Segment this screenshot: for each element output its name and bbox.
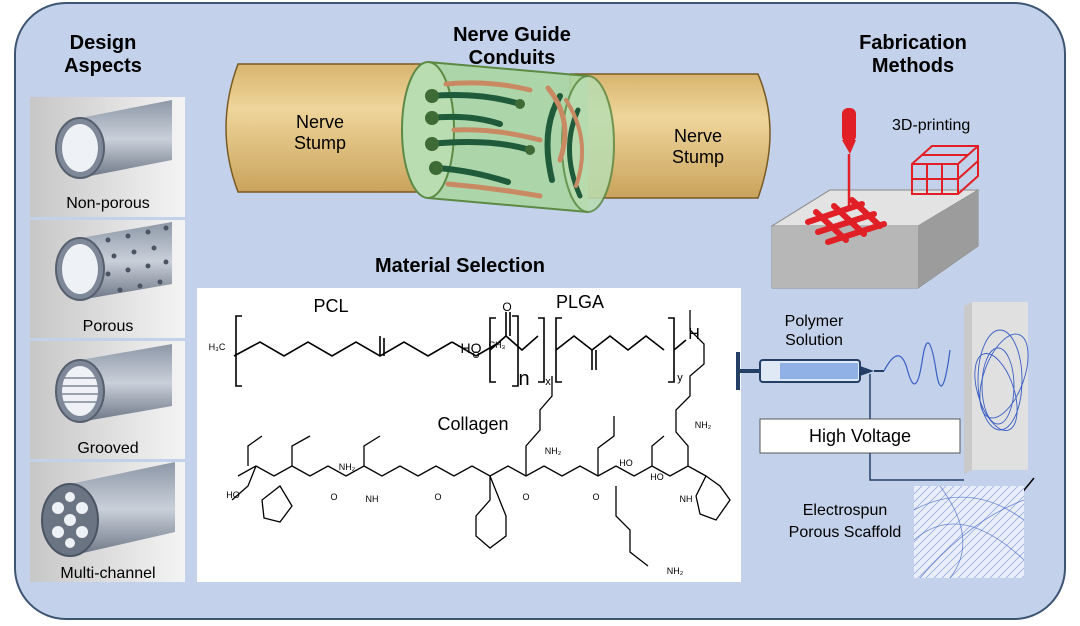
polymer-solution-line1: Polymer <box>784 313 844 330</box>
printed-lattice <box>805 197 887 245</box>
plga-carbonyl-o: O <box>502 300 512 314</box>
fiber-jet <box>883 342 951 387</box>
electrospun-line2: Porous Scaffold <box>788 524 902 541</box>
pcl-structure <box>233 315 519 387</box>
tube-multi-channel <box>30 462 185 582</box>
label-non-porous: Non-porous <box>66 195 150 212</box>
label-multi-channel: Multi-channel <box>60 565 156 582</box>
fabrication-heading: Fabrication Methods <box>828 32 998 78</box>
tube-porous <box>30 220 185 338</box>
collagen-o-4: O <box>592 492 600 502</box>
electrospun-line1: Electrospun <box>802 502 888 519</box>
fabrication-heading-line1: Fabrication <box>859 32 967 54</box>
conduits-heading-line1: Nerve Guide <box>453 24 571 46</box>
material-panel-bg <box>197 288 741 582</box>
circuit-wire <box>869 374 964 481</box>
left-stump-label: Nerve Stump <box>270 112 370 154</box>
collagen-structure <box>231 310 731 567</box>
collagen-o-1: O <box>330 492 338 502</box>
pcl-methyl-right: CH₃ <box>488 340 506 350</box>
tube-grooved <box>30 341 185 459</box>
high-voltage-label: High Voltage <box>808 426 912 446</box>
plga-ho: HO <box>460 340 482 356</box>
design-heading-line1: Design <box>69 32 137 54</box>
label-grooved: Grooved <box>77 440 139 457</box>
right-nerve-stump <box>569 73 771 199</box>
right-stump-label: Nerve Stump <box>648 126 748 168</box>
polymer-solution-fill <box>780 363 858 379</box>
collector-plate-side <box>964 302 972 474</box>
regenerating-axons <box>427 80 585 199</box>
3d-printing-label: 3D-printing <box>892 117 971 134</box>
fabrication-heading-line2: Methods <box>871 55 955 77</box>
3d-printing-illustration <box>770 108 980 289</box>
plga-structure <box>489 312 687 383</box>
design-aspects-panel <box>30 97 185 582</box>
plga-h: H <box>688 326 700 343</box>
collagen-nh2-top-left: NH₂ <box>338 462 356 472</box>
conduits-heading-line2: Conduits <box>468 47 556 69</box>
polymer-solution-label: Polymer Solution <box>764 312 864 350</box>
plga-x-subscript: x <box>545 376 551 388</box>
pcl-oxygen: O <box>472 350 480 360</box>
collagen-label: Collagen <box>437 414 509 434</box>
pcl-methyl-left: H₃C <box>208 342 226 352</box>
collagen-nh2-lysine: NH₂ <box>544 446 562 456</box>
collagen-nh-right: NH <box>679 494 693 504</box>
nerve-conduit-illustration <box>225 61 771 213</box>
syringe-plunger <box>736 352 760 390</box>
label-porous: Porous <box>82 318 134 335</box>
polymer-solution-line2: Solution <box>785 332 843 349</box>
electrospun-scaffold-label: Electrospun Porous Scaffold <box>770 500 920 544</box>
design-heading-line2: Aspects <box>64 55 142 77</box>
plga-label: PLGA <box>555 292 605 312</box>
collagen-nh2-top-right: NH₂ <box>694 420 712 430</box>
printer-nozzle-body <box>842 108 856 142</box>
left-nerve-stump <box>225 63 431 193</box>
left-stump-line2: Stump <box>293 133 347 153</box>
left-stump-line1: Nerve <box>295 112 344 132</box>
tube-non-porous <box>30 97 185 217</box>
collagen-nh2-gln: NH₂ <box>666 566 684 576</box>
design-aspects-heading: Design Aspects <box>38 32 168 78</box>
electrospinning-illustration <box>736 302 1035 579</box>
collagen-o-2: O <box>434 492 442 502</box>
printed-cube <box>911 145 979 195</box>
collagen-o-3: O <box>522 492 530 502</box>
material-selection-heading: Material Selection <box>374 255 546 277</box>
printer-nozzle-tip <box>842 140 856 154</box>
high-voltage-box <box>759 418 961 454</box>
right-stump-line1: Nerve <box>673 126 722 146</box>
collagen-nh-left: NH <box>365 494 379 504</box>
collagen-ho-left: HO <box>226 490 240 500</box>
collected-fibers <box>974 329 1029 431</box>
right-stump-line2: Stump <box>671 147 725 167</box>
pcl-label: PCL <box>313 296 349 316</box>
collagen-ho-right: HO <box>650 472 664 482</box>
plga-y-subscript: y <box>677 372 683 384</box>
pcl-n-subscript: n <box>518 368 530 390</box>
nerve-conduits-heading: Nerve Guide Conduits <box>423 24 601 70</box>
axon-terminals <box>425 89 535 175</box>
collagen-oh-glu: HO <box>619 458 633 468</box>
